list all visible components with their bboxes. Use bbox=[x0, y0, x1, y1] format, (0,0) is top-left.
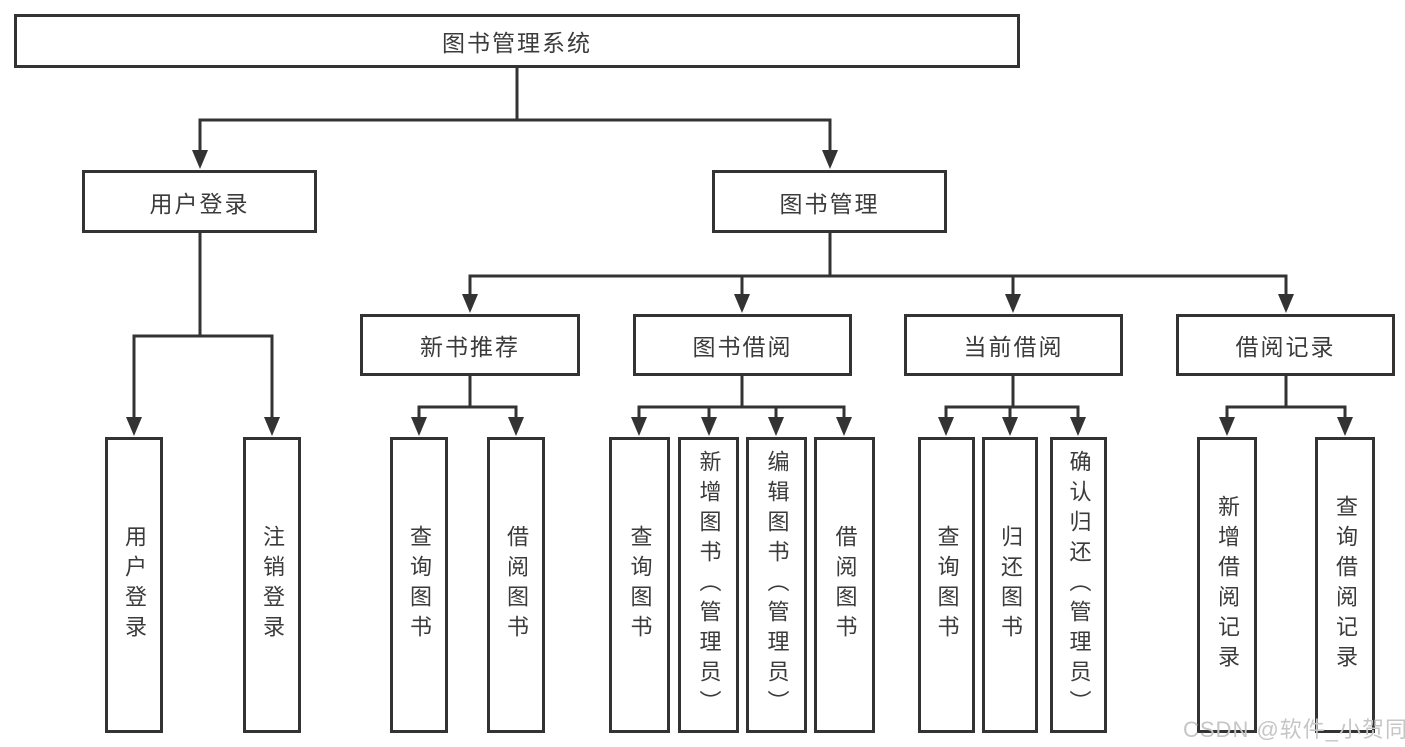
arrow-down-icon bbox=[192, 150, 208, 169]
node-current-borrowing: 当前借阅 bbox=[904, 314, 1123, 376]
arrow-down-icon bbox=[1002, 417, 1018, 436]
leaf-query-books: 查询图书 bbox=[918, 437, 975, 733]
node-new-book-recommendation: 新书推荐 bbox=[360, 314, 580, 376]
arrow-down-icon bbox=[1219, 417, 1235, 436]
arrow-down-icon bbox=[1337, 417, 1353, 436]
leaf-borrow-books: 借阅图书 bbox=[814, 437, 875, 733]
arrow-down-icon bbox=[1005, 294, 1021, 313]
node-library-management-system: 图书管理系统 bbox=[14, 14, 1020, 68]
leaf-logout: 注销登录 bbox=[243, 437, 301, 733]
leaf-query-books: 查询图书 bbox=[609, 437, 670, 733]
arrow-down-icon bbox=[938, 417, 954, 436]
leaf-add-books-admin: 新增图书（管理员） bbox=[678, 437, 739, 733]
leaf-add-borrow-record: 新增借阅记录 bbox=[1197, 437, 1257, 733]
arrow-down-icon bbox=[701, 417, 717, 436]
arrow-down-icon bbox=[264, 417, 280, 436]
leaf-return-books: 归还图书 bbox=[982, 437, 1038, 733]
arrow-down-icon bbox=[1070, 417, 1086, 436]
leaf-borrow-books: 借阅图书 bbox=[487, 437, 545, 733]
arrow-down-icon bbox=[631, 417, 647, 436]
leaf-user-login: 用户登录 bbox=[105, 437, 163, 733]
arrow-down-icon bbox=[126, 417, 142, 436]
arrow-down-icon bbox=[462, 294, 478, 313]
arrow-down-icon bbox=[734, 294, 750, 313]
node-borrowing-records: 借阅记录 bbox=[1176, 314, 1395, 376]
leaf-edit-books-admin: 编辑图书（管理员） bbox=[746, 437, 807, 733]
arrow-down-icon bbox=[508, 417, 524, 436]
node-user-login: 用户登录 bbox=[82, 170, 317, 233]
leaf-query-borrow-record: 查询借阅记录 bbox=[1315, 437, 1375, 733]
arrow-down-icon bbox=[768, 417, 784, 436]
arrow-down-icon bbox=[822, 150, 838, 169]
leaf-query-books: 查询图书 bbox=[390, 437, 448, 733]
leaf-confirm-return-admin: 确认归还（管理员） bbox=[1050, 437, 1107, 733]
arrow-down-icon bbox=[1278, 294, 1294, 313]
node-book-management: 图书管理 bbox=[712, 170, 947, 233]
node-book-borrowing: 图书借阅 bbox=[633, 314, 852, 376]
arrow-down-icon bbox=[836, 417, 852, 436]
arrow-down-icon bbox=[411, 417, 427, 436]
csdn-watermark: CSDN @软件_小贺同学 bbox=[1183, 717, 1405, 742]
arrowheads bbox=[126, 150, 1353, 436]
